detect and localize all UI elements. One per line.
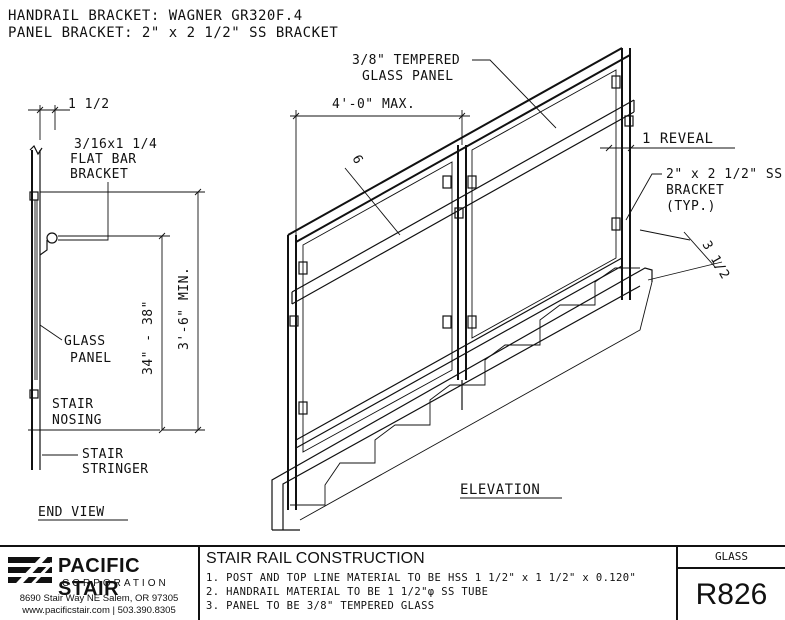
drawing-number: R826 [695, 578, 768, 611]
stair-stringer-label-2: STRINGER [82, 462, 149, 477]
stair-stringer-label-1: STAIR [82, 447, 124, 462]
stair-rail-drawing: HANDRAIL BRACKET: WAGNER GR320F.4 PANEL … [8, 8, 783, 531]
glass-panel-label-1: GLASS [64, 334, 106, 349]
tempered-glass-label-1: 3/8" TEMPERED [352, 53, 460, 68]
notes-block: STAIR RAIL CONSTRUCTION 1. POST AND TOP … [200, 547, 678, 620]
company-name: PACIFIC STAIR [58, 555, 141, 600]
dim-six: 6 [349, 153, 366, 168]
header-panel-bracket: PANEL BRACKET: 2" x 2 1/2" SS BRACKET [8, 25, 338, 41]
company-contact: www.pacificstair.com | 503.390.8305 [22, 605, 176, 616]
dim-min-height: 3'-6" MIN. [177, 267, 192, 350]
end-view: 1 1/2 3/16x1 1/4 FLAT BAR BRACKET GLASS … [28, 97, 205, 521]
drawing-title: STAIR RAIL CONSTRUCTION [206, 550, 425, 567]
elevation-view: 4'-0" MAX. 3/8" TEMPERED GLASS PANEL 6 1… [271, 47, 783, 531]
flat-bar-label-2: FLAT BAR [70, 152, 137, 167]
header-handrail-bracket: HANDRAIL BRACKET: WAGNER GR320F.4 [8, 8, 303, 24]
drawing-id-block: GLASS R826 [678, 547, 785, 620]
stair-nosing-label-1: STAIR [52, 397, 94, 412]
ss-bracket-label-3: (TYP.) [666, 199, 716, 214]
elevation-title: ELEVATION [460, 482, 540, 498]
tempered-glass-label-2: GLASS PANEL [362, 69, 454, 84]
note-2: 2. HANDRAIL MATERIAL TO BE 1 1/2"φ SS TU… [206, 586, 489, 598]
company-corporation: CORPORATION [62, 578, 169, 589]
flat-bar-label-3: BRACKET [70, 167, 128, 182]
reveal-label: 1 REVEAL [642, 131, 713, 147]
stair-nosing-label-2: NOSING [52, 413, 102, 428]
note-1: 1. POST AND TOP LINE MATERIAL TO BE HSS … [206, 572, 637, 584]
dim-side: 3 1/2 [699, 239, 733, 283]
company-address: 8690 Stair Way NE Salem, OR 97305 [19, 593, 179, 604]
glass-panel-label-2: PANEL [70, 351, 112, 366]
dim-panel-width: 4'-0" MAX. [332, 97, 415, 112]
drawing-category: GLASS [678, 547, 785, 569]
note-3: 3. PANEL TO BE 3/8" TEMPERED GLASS [206, 600, 435, 612]
dim-rail-height: 34" - 38" [141, 300, 156, 375]
end-view-title: END VIEW [38, 505, 105, 520]
flat-bar-label-1: 3/16x1 1/4 [74, 137, 157, 152]
ss-bracket-label-2: BRACKET [666, 183, 724, 198]
stair-logo-icon [8, 553, 54, 595]
company-logo-block: PACIFIC STAIR CORPORATION 8690 Stair Way… [0, 547, 200, 620]
ss-bracket-label-1: 2" x 2 1/2" SS [666, 167, 783, 182]
end-view-dim-top: 1 1/2 [68, 97, 110, 112]
title-block: PACIFIC STAIR CORPORATION 8690 Stair Way… [0, 545, 785, 620]
